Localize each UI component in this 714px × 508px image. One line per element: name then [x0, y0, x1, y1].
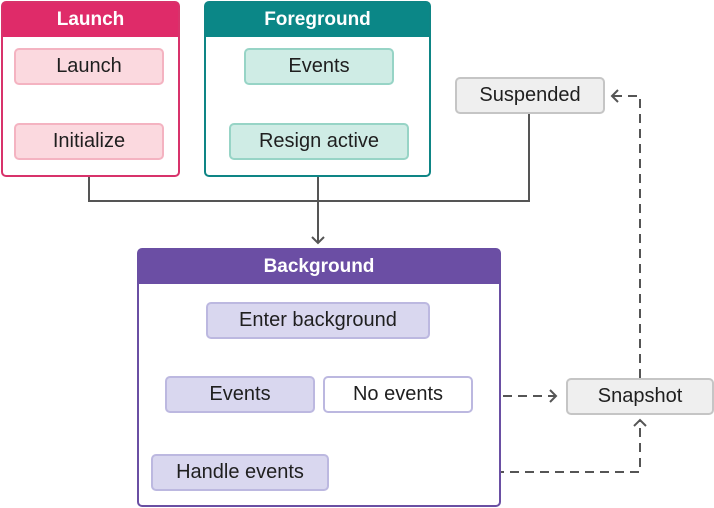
handle-events-node: Handle events: [151, 454, 329, 491]
enter-background-node: Enter background: [206, 302, 430, 339]
resign-active-node: Resign active: [229, 123, 409, 160]
suspended-node: Suspended: [455, 77, 605, 114]
line-suspended-to-merge: [318, 113, 530, 202]
foreground-events-node: Events: [244, 48, 394, 85]
no-events-node: No events: [323, 376, 473, 413]
background-events-node: Events: [165, 376, 315, 413]
foreground-group-title: Foreground: [206, 3, 429, 37]
dashed-arrow-snapshot-to-suspended: [610, 89, 641, 378]
background-group-title: Background: [139, 250, 499, 284]
launch-node: Launch: [14, 48, 164, 85]
snapshot-node: Snapshot: [566, 378, 714, 415]
launch-group-title: Launch: [3, 3, 178, 37]
initialize-node: Initialize: [14, 123, 164, 160]
